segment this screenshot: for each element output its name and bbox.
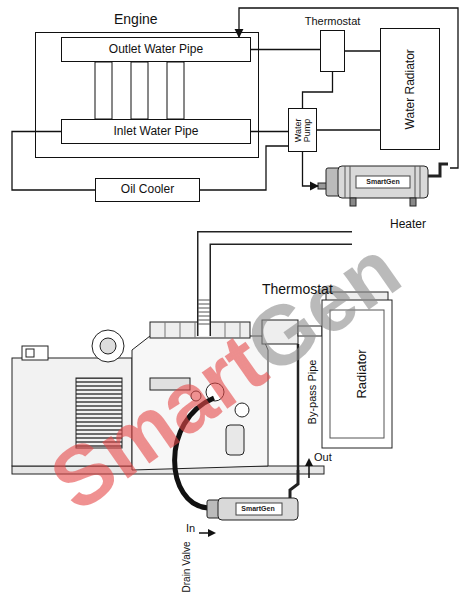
radiator-name: Water Radiator [404, 49, 417, 129]
part-label: Drain Valve [181, 542, 193, 593]
pipe-name: Inlet Water Pipe [114, 125, 199, 139]
part-label: Thermostat [262, 281, 333, 297]
pipe-connector [345, 50, 380, 51]
cylinder [95, 62, 112, 119]
turbo [100, 338, 116, 354]
radiator-box: Water Radiator [380, 28, 440, 150]
pipe-box: Outlet Water Pipe [61, 37, 251, 62]
heater-foot [350, 198, 356, 206]
pipe-connector [251, 131, 288, 132]
flow-label: Out [314, 451, 332, 464]
pipe-connector [303, 72, 333, 108]
heater-outlet [428, 164, 448, 176]
oil-filter [226, 425, 244, 455]
turbo [92, 330, 124, 362]
pipe-connector [303, 152, 319, 186]
heater-body [338, 166, 428, 198]
pipe-connector [251, 49, 320, 50]
terminal-box [26, 349, 34, 357]
heater-outlet [290, 470, 298, 498]
flow-arrowhead [208, 529, 216, 537]
cylinder [131, 62, 148, 119]
heater-body [218, 498, 298, 520]
heater-ribs [345, 166, 420, 198]
pipe-connector [200, 146, 288, 190]
heater-name: Heater [390, 218, 426, 232]
part-label: Radiator [355, 349, 370, 398]
logo-text: SmartGen [366, 178, 399, 186]
heater-logo-band [236, 503, 282, 515]
pipe-box: Inlet Water Pipe [61, 119, 251, 144]
cylinder [167, 62, 184, 119]
cooler-name: Oil Cooler [121, 183, 174, 197]
logo-text: SmartGen [241, 505, 274, 513]
engine-outline: EngineOutlet Water PipeInlet Water Pipe [35, 32, 259, 158]
pipe-bellows [198, 300, 210, 324]
part-label: By-pass Pipe [306, 360, 319, 425]
thermostat-name: Thermostat [305, 15, 361, 28]
pump-name: Water Pump [293, 113, 312, 147]
flow-arrow [308, 464, 310, 478]
heater-logo-band [356, 176, 410, 188]
pipe-name: Outlet Water Pipe [109, 43, 203, 57]
thermostat-box: Thermostat [320, 30, 345, 72]
heater-unit: Heater [318, 158, 450, 214]
pipe-connector [317, 129, 380, 130]
pipe-connector [239, 8, 458, 168]
flow-arrowhead [305, 458, 313, 466]
cooler-box: Oil Cooler [95, 178, 200, 202]
pump-box: Water Pump [288, 108, 317, 152]
engine-title: Engine [114, 11, 158, 27]
flow-label: In [186, 522, 195, 535]
terminal-box [22, 346, 48, 360]
heater-foot [410, 198, 416, 206]
